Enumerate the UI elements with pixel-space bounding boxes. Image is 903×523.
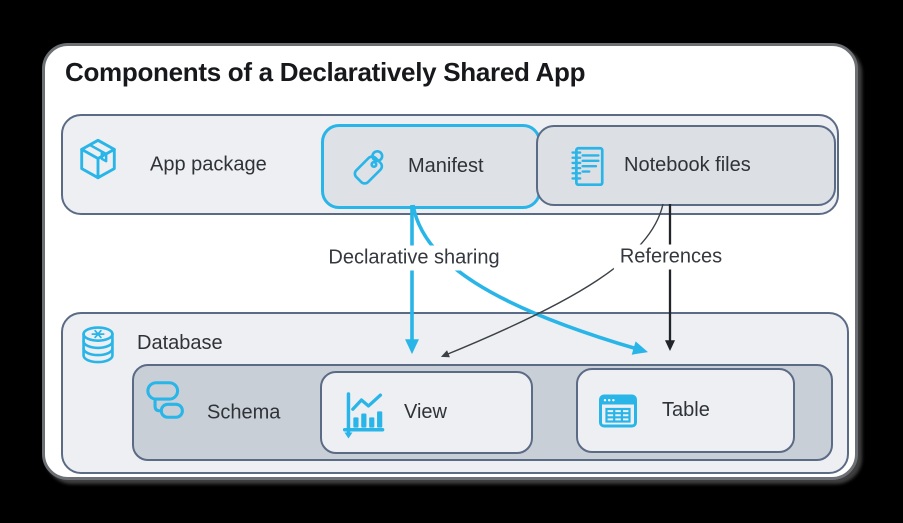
notebook-files-label: Notebook files [624,154,751,176]
manifest-label: Manifest [408,155,484,177]
database-icon [82,326,114,364]
bar-chart-icon [342,391,385,438]
package-icon [80,138,116,180]
app-package-label: App package [150,153,267,175]
database-label: Database [137,332,223,354]
view-node: View [320,371,533,454]
schema-icon [146,381,184,419]
view-label: View [404,401,447,423]
table-grid-icon [599,394,637,427]
notebook-icon [571,146,604,186]
notebook-files-node: Notebook files [536,125,836,206]
references-label: References [613,244,729,270]
declarative-sharing-label: Declarative sharing [322,245,506,271]
schema-container: Schema [132,364,833,461]
table-node: Table [576,368,795,453]
database-container: Database Schema [61,312,849,474]
manifest-node: Manifest [321,124,541,209]
tag-icon [353,149,384,185]
schema-label: Schema [207,401,281,423]
app-package-container: App package Manifest [61,114,839,215]
diagram-title: Components of a Declaratively Shared App [65,57,586,87]
table-label: Table [662,399,710,421]
